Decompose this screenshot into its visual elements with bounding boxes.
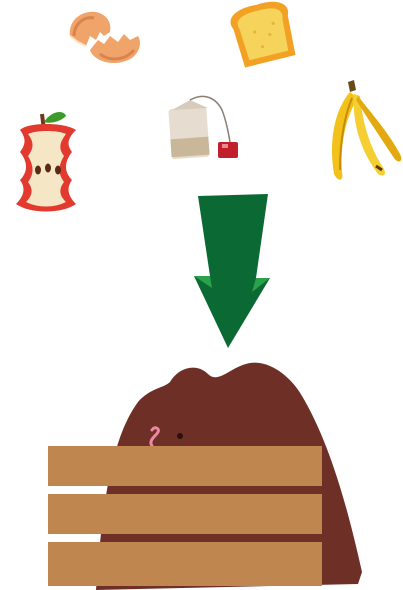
crate-plank-3 [48, 542, 322, 586]
banana-peel-icon [318, 78, 403, 188]
crate-plank-2 [48, 494, 322, 534]
bread-slice-icon [220, 0, 308, 72]
down-arrow-icon [192, 192, 272, 350]
tea-bag-icon [164, 94, 254, 172]
apple-core-icon [2, 108, 92, 216]
eggshell-icon [60, 6, 145, 68]
compost-pile [40, 360, 365, 590]
crate-plank-1 [48, 446, 322, 486]
